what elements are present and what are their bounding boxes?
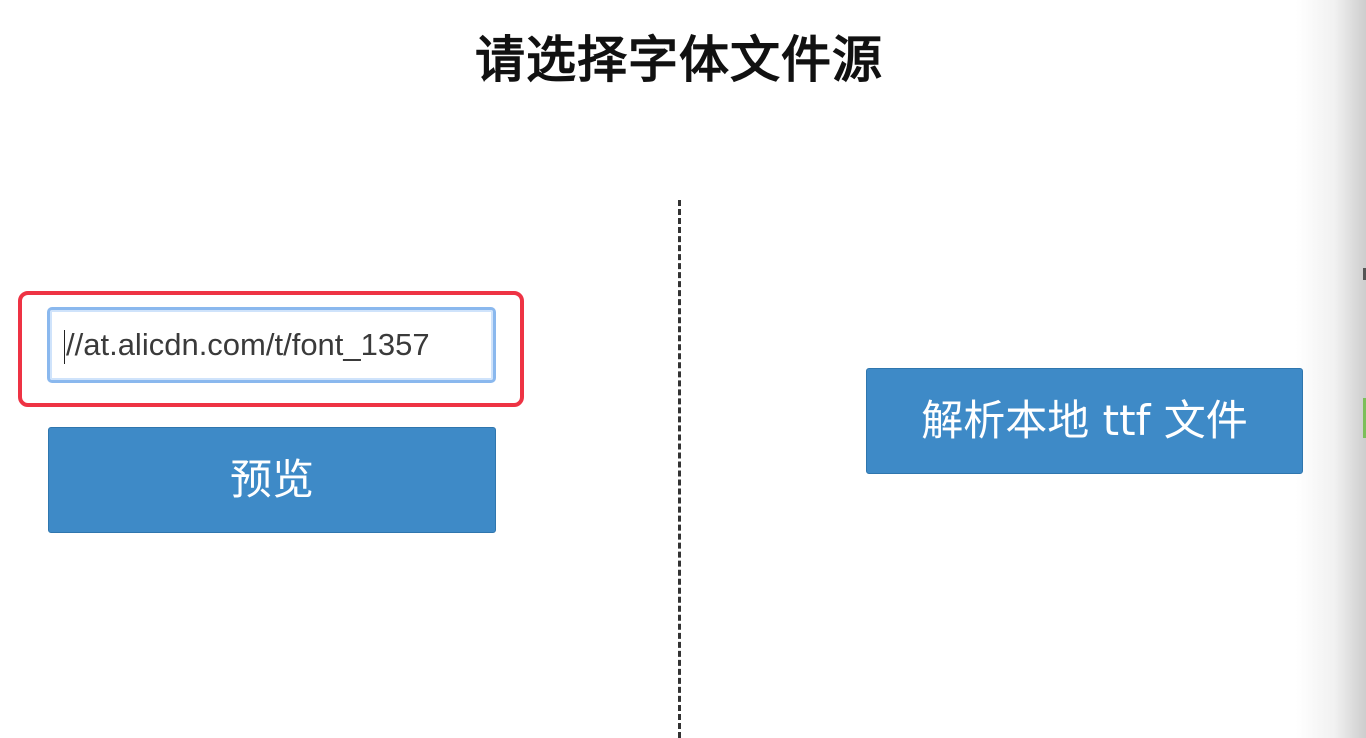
edge-mark-green bbox=[1363, 398, 1366, 438]
section-divider bbox=[678, 200, 681, 738]
window-edge-shadow bbox=[1296, 0, 1366, 738]
page-title: 请选择字体文件源 bbox=[475, 31, 883, 89]
font-url-input[interactable]: //at.alicdn.com/t/font_1357 bbox=[47, 307, 496, 383]
edge-mark-dark bbox=[1363, 268, 1366, 280]
font-url-value: //at.alicdn.com/t/font_1357 bbox=[66, 327, 430, 362]
preview-button[interactable]: 预览 bbox=[48, 427, 496, 533]
input-highlight-box bbox=[18, 291, 524, 407]
parse-local-ttf-button[interactable]: 解析本地 ttf 文件 bbox=[866, 368, 1303, 474]
text-caret bbox=[64, 329, 65, 364]
